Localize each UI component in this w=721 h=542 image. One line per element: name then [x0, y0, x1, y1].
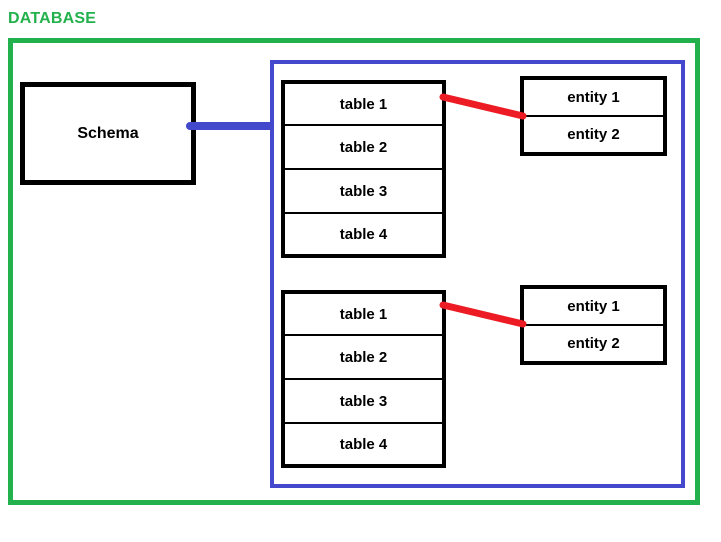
table-row[interactable]: table 3: [281, 168, 446, 214]
table-row[interactable]: table 2: [281, 334, 446, 380]
schema-box[interactable]: Schema: [20, 82, 196, 185]
schema-contents-frame: [270, 60, 685, 488]
entity-row-label: entity 2: [567, 335, 620, 352]
table-row-label: table 1: [339, 95, 388, 113]
schema-box-label: Schema: [77, 124, 139, 142]
table-row-label: table 4: [339, 435, 388, 453]
entity-row[interactable]: entity 2: [520, 115, 667, 156]
entity-row[interactable]: entity 1: [520, 285, 667, 326]
table-row[interactable]: table 3: [281, 378, 446, 424]
entity-row-label: entity 1: [567, 298, 620, 315]
table-row-label: table 4: [339, 225, 388, 243]
database-frame: [8, 38, 700, 505]
entity-stack-group-2: entity 1 entity 2: [520, 285, 667, 365]
table-row-label: table 3: [339, 392, 388, 410]
schema-connector-line: [186, 122, 274, 130]
entity-row-label: entity 1: [567, 89, 620, 106]
entity-row-label: entity 2: [567, 126, 620, 143]
database-label: DATABASE: [8, 10, 97, 27]
table-row[interactable]: table 4: [281, 212, 446, 258]
entity-row[interactable]: entity 1: [520, 76, 667, 117]
table-stack-group-1: table 1 table 2 table 3 table 4: [281, 80, 446, 258]
table-row[interactable]: table 1: [281, 290, 446, 336]
table-row-label: table 3: [339, 182, 388, 200]
table-row-label: table 1: [339, 305, 388, 323]
entity-stack-group-1: entity 1 entity 2: [520, 76, 667, 156]
table-row-label: table 2: [339, 138, 388, 156]
table-row[interactable]: table 4: [281, 422, 446, 468]
table-row-label: table 2: [339, 348, 388, 366]
table-row[interactable]: table 2: [281, 124, 446, 170]
table-stack-group-2: table 1 table 2 table 3 table 4: [281, 290, 446, 468]
table-row[interactable]: table 1: [281, 80, 446, 126]
entity-row[interactable]: entity 2: [520, 324, 667, 365]
